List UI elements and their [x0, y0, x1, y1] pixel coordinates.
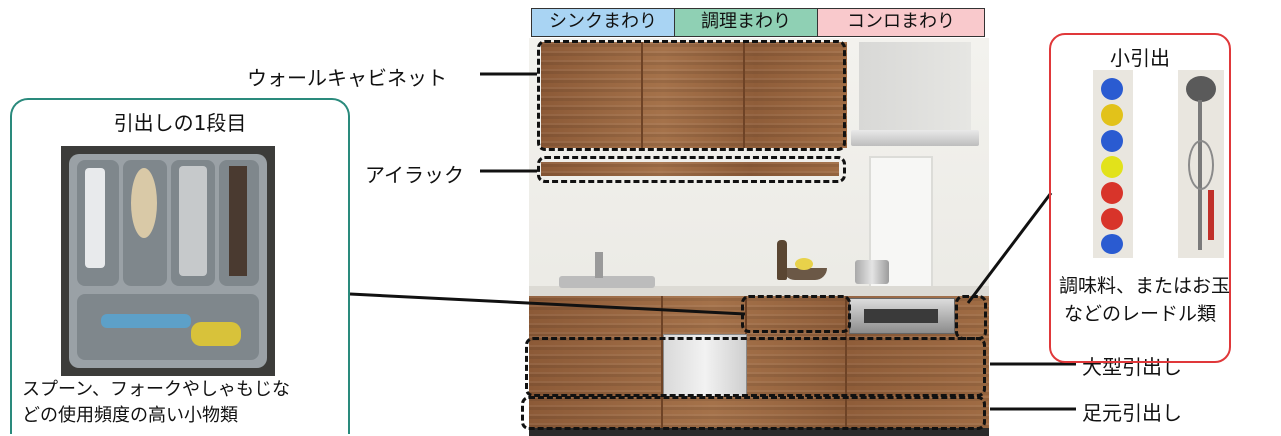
fruit [795, 258, 813, 270]
left-callout-panel [10, 98, 350, 434]
ladle-drawer-photo [1178, 70, 1224, 258]
seasoning-drawer-photo [1093, 70, 1133, 258]
connector-first-drawer [349, 292, 746, 316]
lower-cabinet-bottom-row [529, 396, 989, 428]
left-panel-title: 引出しの1段目 [113, 111, 247, 135]
fruit-bowl [783, 268, 827, 280]
lower-cabinet-middle-row [529, 336, 989, 396]
countertop [529, 286, 989, 296]
kitchen-photo [529, 38, 989, 436]
right-panel-title: 小引出 [1110, 46, 1170, 70]
stove-control-panel [849, 298, 955, 334]
zone-prep: 調理まわり [674, 8, 818, 37]
bottle [777, 240, 787, 280]
large-drawer-label: 大型引出し [1082, 355, 1182, 379]
foot-drawer-label: 足元引出し [1082, 401, 1182, 425]
left-panel-caption-line-1: スプーン、フォークやしゃもじな [22, 379, 291, 400]
right-panel-caption-line-1: 調味料、またはお玉 [1059, 275, 1231, 297]
plinth [529, 428, 989, 436]
wall-cabinet-highlight [537, 40, 846, 151]
right-callout-panel [1049, 33, 1231, 363]
range-hood [851, 130, 979, 146]
wall-cabinet-unit [541, 42, 847, 148]
eye-rack-label: アイラック [365, 163, 464, 187]
eye-rack-highlight [537, 156, 846, 183]
sink [559, 276, 655, 288]
foot-drawer-highlight [521, 396, 986, 430]
zone-stove: コンロまわり [817, 8, 985, 37]
eye-rack-shelf [541, 162, 839, 176]
faucet [595, 252, 603, 278]
utensil-tray-photo [61, 146, 275, 376]
pot [855, 260, 889, 284]
left-panel-caption-line-2: どの使用頻度の高い小物類 [22, 405, 238, 426]
wall-cabinet-label: ウォールキャビネット [247, 66, 447, 90]
connector-small-drawer [966, 192, 1053, 304]
zone-sink: シンクまわり [531, 8, 675, 37]
right-panel-caption-line-2: などのレードル類 [1064, 303, 1217, 325]
range-hood-duct [859, 42, 971, 130]
large-drawer-highlight [525, 337, 986, 397]
